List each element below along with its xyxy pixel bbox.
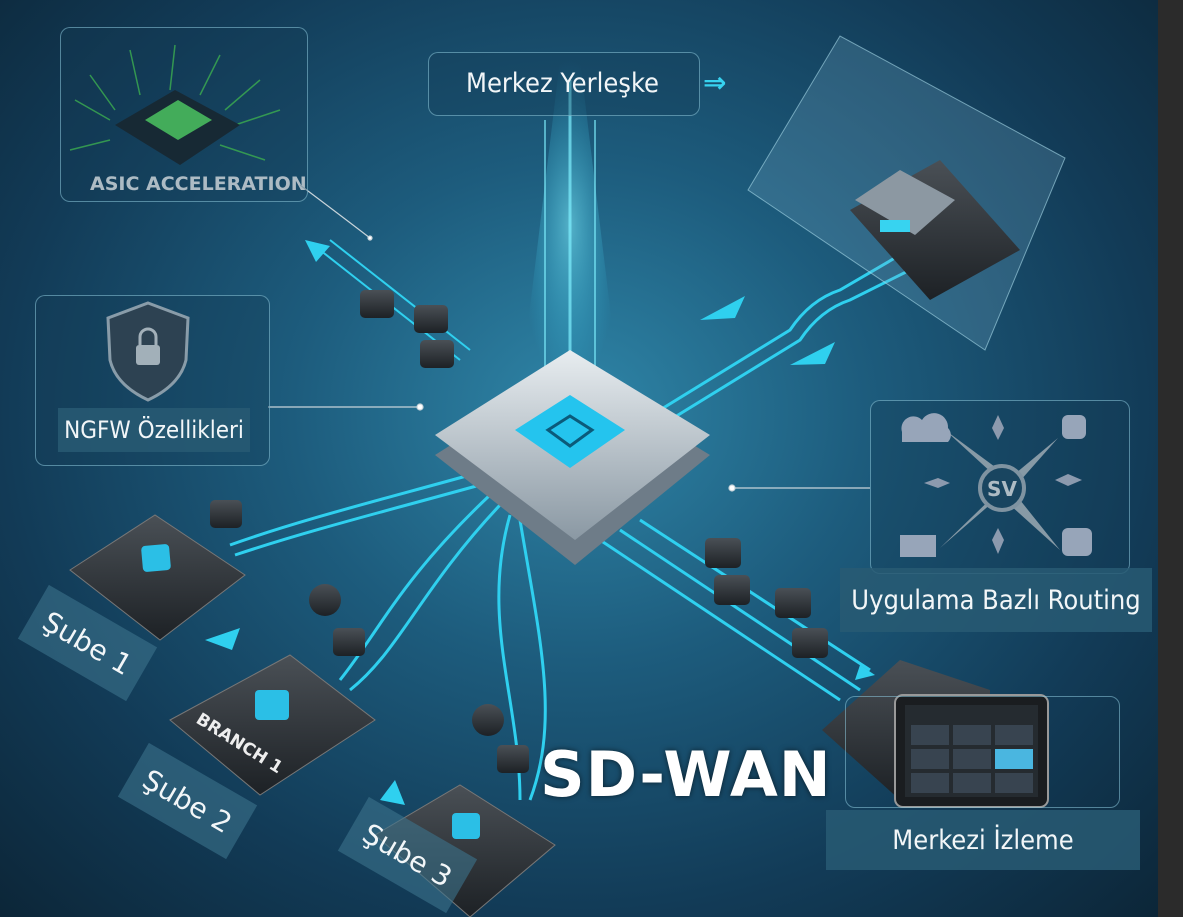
asic-panel [60,27,308,202]
campus-panel [428,52,700,116]
ngfw-label: NGFW Özellikleri [58,408,250,452]
servers-icon [900,535,936,557]
sdwan-title: SD-WAN [540,738,832,811]
asic-label: ASIC ACCELERATION [90,173,307,195]
lock-shield-icon [106,301,190,402]
campus-datacenter [747,35,1066,351]
network-links [229,239,921,801]
monitoring-label: Merkezi İzleme [826,810,1140,870]
campus-label: Merkez Yerleşke [466,67,659,99]
routing-compass-icon [900,413,1092,557]
cloud-icon [901,413,951,442]
routing-label: Uygulama Bazlı Routing [840,568,1152,632]
double-arrow-icon: ⇒ [703,66,727,99]
routing-panel [870,400,1130,574]
flow-arrows [205,240,875,805]
routing-hub-label: SV [987,477,1017,501]
database-icon [1062,415,1086,439]
monitoring-panel [845,696,1120,808]
monitoring-tablet [894,694,1049,808]
asic-chip-icon [69,44,281,165]
diagram-graphics: BRANCH 1 ASIC ACCELERATION SV [69,35,1092,917]
sdwan-infographic: BRANCH 1 ASIC ACCELERATION SV [0,0,1158,917]
packet-nodes [210,290,828,773]
light-beam [520,60,620,390]
database-icon [1062,528,1092,556]
central-sdwan-device [435,350,710,565]
